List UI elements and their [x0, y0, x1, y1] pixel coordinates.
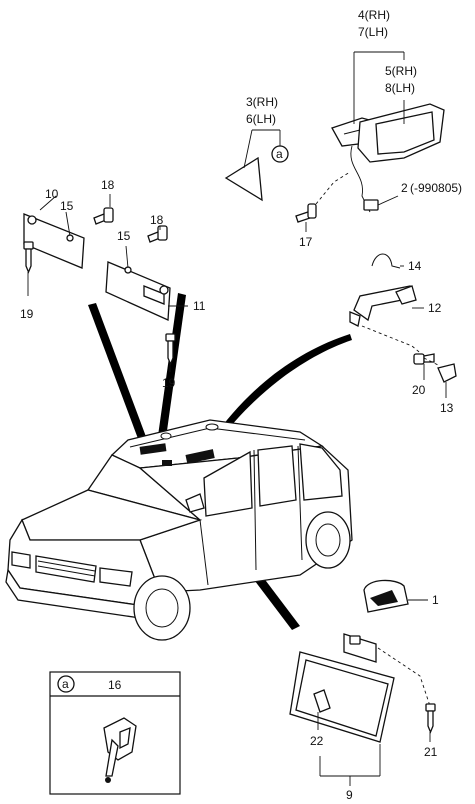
vehicle-headlamp-left — [11, 551, 31, 569]
vehicle-suv — [5, 419, 353, 641]
beam-sunvisor-right — [157, 293, 186, 445]
detail-box-a — [49, 671, 181, 795]
callout-19-left: 19 — [20, 307, 34, 321]
callout-22: 22 — [310, 734, 324, 748]
vehicle-quarter-window — [299, 443, 343, 501]
sun-visor-right — [105, 245, 188, 321]
sun-visor-left — [23, 195, 85, 269]
callout-5-8-rh: 5(RH) — [385, 64, 417, 78]
bracket-9 — [319, 744, 381, 786]
mirror-glass-part — [224, 129, 289, 202]
callout-9: 9 — [346, 788, 353, 802]
callout-17: 17 — [299, 235, 313, 249]
callout-4-7-lh: 7(LH) — [358, 25, 388, 39]
callout-16: 16 — [108, 678, 122, 692]
callout-3-6-rh: 3(RH) — [246, 95, 278, 109]
screw-19-right — [165, 333, 176, 372]
callout-2-note: (-990805) — [410, 181, 462, 195]
callout-15-right: 15 — [117, 229, 131, 243]
callout-11: 11 — [193, 299, 206, 313]
cap-13 — [423, 357, 457, 398]
callout-3-6-lh: 6(LH) — [246, 112, 276, 126]
beam-sunvisor-left — [88, 303, 148, 444]
outside-rear-view-mirror — [331, 51, 445, 213]
screw-20 — [413, 353, 435, 380]
callout-2: 2 — [401, 181, 408, 195]
bulb-22 — [313, 689, 331, 730]
vehicle-front-wheel — [133, 575, 191, 641]
callout-1: 1 — [432, 593, 439, 607]
clip-14 — [371, 253, 404, 269]
detail-ref-a-label: a — [62, 677, 69, 691]
callout-19-right: 19 — [162, 376, 176, 390]
vehicle-side-mirror — [185, 493, 205, 513]
vehicle-rear-door-window — [257, 445, 297, 507]
screw-18-upper — [93, 194, 114, 225]
callout-10: 10 — [45, 187, 59, 201]
map-lamp-assembly — [289, 633, 431, 743]
ref-circle-a-label: a — [276, 147, 283, 161]
callout-14: 14 — [408, 259, 422, 273]
callout-18-lower: 18 — [150, 213, 164, 227]
callout-18-upper: 18 — [101, 178, 115, 192]
screw-21 — [425, 703, 436, 742]
vehicle-headlamp-right — [99, 567, 133, 587]
callout-13: 13 — [440, 401, 454, 415]
screw-19-left — [23, 241, 34, 296]
callout-15-left: 15 — [60, 199, 74, 213]
callout-4-7-rh: 4(RH) — [358, 8, 390, 22]
callout-20: 20 — [412, 383, 426, 397]
vehicle-rear-wheel — [305, 511, 351, 569]
vehicle-front-door-window — [203, 450, 253, 517]
callout-5-8-lh: 8(LH) — [385, 81, 415, 95]
screw-17 — [295, 171, 351, 232]
callout-12: 12 — [428, 301, 442, 315]
room-lamp-bulb-holder — [363, 579, 428, 613]
assist-grab-handle — [349, 285, 425, 357]
callout-21: 21 — [424, 745, 438, 759]
vehicle-grille — [35, 555, 97, 583]
screw-18-lower — [147, 225, 168, 243]
